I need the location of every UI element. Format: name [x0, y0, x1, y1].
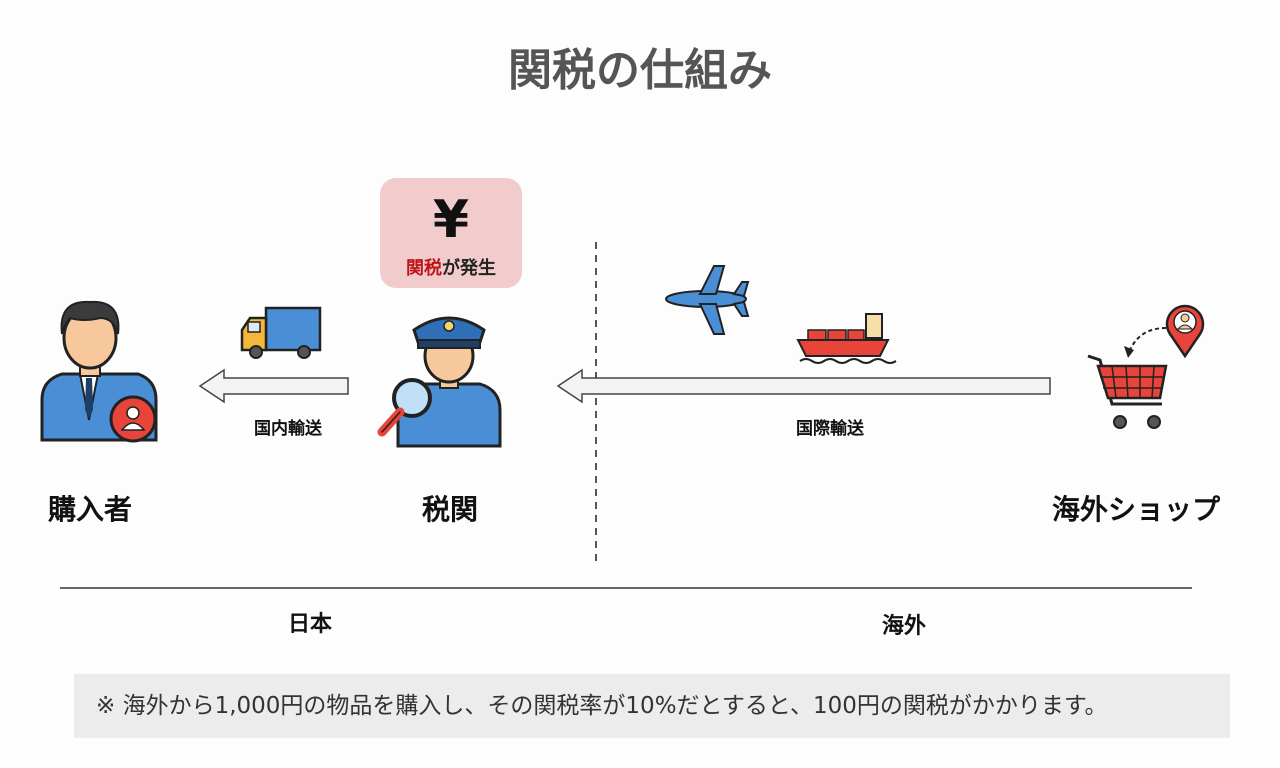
region-japan-label: 日本 — [287, 612, 332, 637]
customs-officer-icon — [377, 316, 502, 448]
page-title: 関税の仕組み — [508, 45, 772, 96]
location-pin-icon — [1165, 304, 1205, 359]
buyer-icon — [40, 300, 158, 443]
yen-icon: ¥ — [432, 190, 470, 250]
tariff-callout-text: 関税が発生 — [380, 254, 522, 280]
buyer-label: 購入者 — [47, 493, 132, 526]
domestic-arrow — [198, 368, 349, 404]
tariff-callout-rest: が発生 — [442, 258, 496, 279]
tariff-callout: ¥ 関税が発生 — [380, 178, 522, 288]
customs-label: 税関 — [421, 493, 478, 526]
tariff-callout-red: 関税 — [406, 258, 442, 279]
overseas-shop-label: 海外ショップ — [1051, 493, 1220, 526]
ship-icon — [796, 313, 897, 364]
airplane-icon — [665, 265, 750, 335]
international-transport-label: 国際輸送 — [796, 419, 864, 439]
shopping-cart-icon — [1087, 327, 1168, 429]
footnote-box: ※ 海外から1,000円の物品を購入し、その関税率が10%だとすると、100円の… — [74, 674, 1230, 738]
truck-icon — [240, 306, 322, 359]
domestic-transport-label: 国内輸送 — [254, 419, 322, 439]
region-overseas-label: 海外 — [881, 614, 926, 639]
international-arrow — [556, 368, 1051, 404]
footnote-text: ※ 海外から1,000円の物品を購入し、その関税率が10%だとすると、100円の… — [96, 693, 1108, 719]
